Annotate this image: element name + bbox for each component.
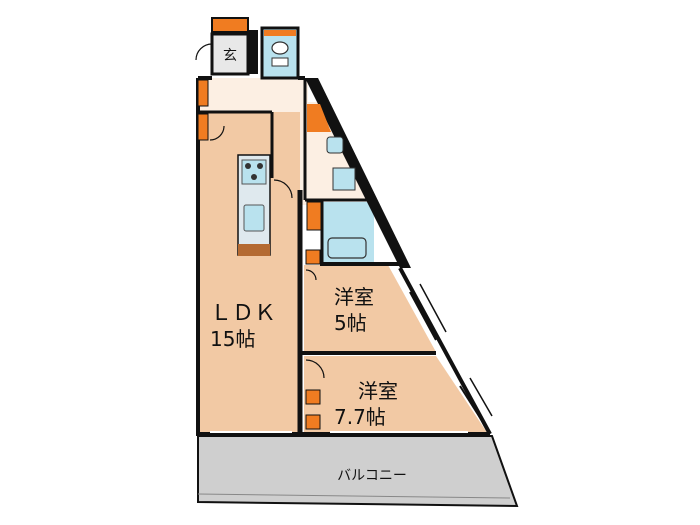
ldk-label: ＬＤＫ [210,301,276,326]
entrance-label: 玄 [223,47,237,64]
hall-closet-1 [197,79,209,107]
burner-icon [245,163,251,169]
bedroom1-size-label: 5帖 [334,311,367,335]
bedroom1-label: 洋室 [334,285,374,309]
burner-icon [251,174,257,180]
ldk-size-label: 15帖 [210,327,255,351]
entrance-area [212,34,248,74]
toilet-wall [260,26,300,80]
window-bedroom1-frame [419,283,447,333]
bedroom2-closet-2 [305,414,321,430]
diagonal-wall [305,78,411,268]
washbasin-icon [326,136,344,154]
entrance-closet [211,17,249,33]
window-bedroom2-frame [469,377,493,417]
balcony-label: バルコニー [337,468,407,484]
toilet-shelf [264,30,296,36]
toilet-tank [271,57,289,67]
bedroom2-size-label: 7.7帖 [334,405,386,429]
toilet-icon [271,41,289,55]
bedroom1-door [305,269,317,281]
diagonal-wall-lower [398,267,492,435]
kitchen-sink [243,204,265,232]
ldk-door [209,125,225,141]
diagonal-closet [307,104,331,132]
window-bedroom2 [459,385,485,425]
bedroom1-closet [305,249,321,265]
kitchen-board [238,244,270,256]
column-top [248,30,258,74]
entrance-door [195,43,213,61]
bedroom2-label: 洋室 [358,379,398,403]
bedroom2-door [305,359,325,379]
burner-icon [257,163,263,169]
bedroom-2 [304,356,488,434]
bedroom-1 [304,265,436,352]
corridor-door [273,179,293,199]
bath-closet [306,201,322,231]
balcony-railing [197,493,511,499]
kitchen-stove [241,159,267,185]
bathtub-icon [327,237,367,259]
window-bedroom1 [409,291,437,341]
bedroom2-closet-1 [305,389,321,405]
hall-closet-2 [197,113,209,141]
washer-icon [332,167,356,191]
